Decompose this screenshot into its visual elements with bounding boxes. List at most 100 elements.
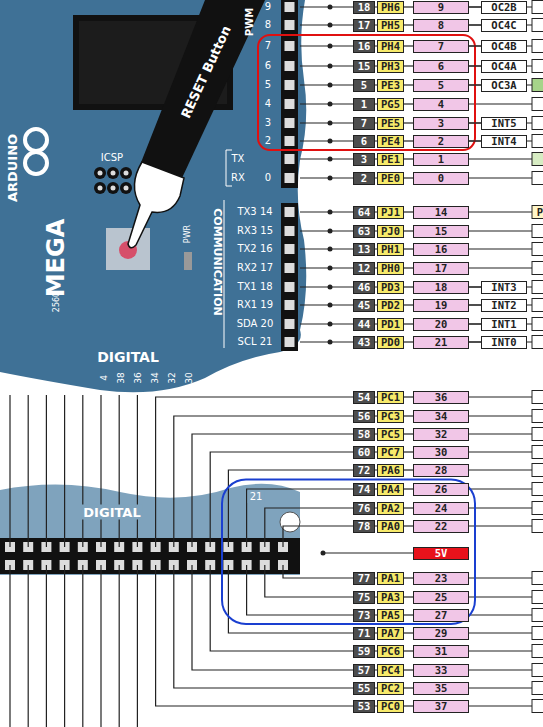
wire (469, 469, 532, 470)
wire (469, 451, 532, 452)
pin-text: INT5 (491, 118, 516, 129)
cut-off-box (532, 40, 543, 53)
arduino-pin-box: 18 (413, 281, 469, 294)
header-pin (285, 173, 295, 183)
pin-text: 72 (358, 465, 371, 476)
pin-label: TX1 18 (237, 282, 272, 292)
chip-pin-box: 78 (353, 520, 375, 533)
pin-text: 77 (358, 573, 371, 584)
pin-text: PA2 (381, 503, 400, 514)
wire-dot (328, 5, 333, 10)
chip-pin-box: 57 (353, 664, 375, 677)
pin-text: PC5 (381, 429, 400, 440)
wire (300, 341, 353, 342)
pin-text: INT0 (491, 337, 516, 348)
arduino-pin-box: 27 (413, 609, 469, 622)
arduino-pin-box: 23 (413, 572, 469, 585)
cut-off-box (532, 410, 543, 423)
wire-dot (328, 247, 333, 252)
wire (469, 614, 532, 615)
pin-label: 4 (100, 375, 109, 381)
chip-pin-box: 76 (353, 502, 375, 515)
pin-text: 74 (358, 484, 371, 495)
pin-label: 6 (265, 61, 271, 71)
pin-text: 7 (438, 41, 444, 52)
wire (82, 395, 83, 547)
wire (300, 6, 353, 7)
function-box: INT3 (481, 281, 527, 294)
pin-text: 26 (435, 484, 448, 495)
pin-text: 5V (435, 548, 448, 559)
port-box: PJ1 (377, 206, 404, 219)
port-box: PH6 (377, 1, 404, 14)
port-box: PA3 (377, 591, 404, 604)
pin-connector (404, 632, 413, 633)
section-label: COMMUNICATION (212, 208, 223, 315)
chip-pin-box: 75 (353, 591, 375, 604)
pin-text: PD3 (381, 282, 400, 293)
icsp-pin (120, 182, 132, 194)
pointing-hand (128, 162, 184, 248)
pin-label: 32 (168, 372, 177, 383)
wire (469, 507, 532, 508)
arduino-pin-box: 37 (413, 700, 469, 713)
chip-pin-box: 6 (353, 135, 375, 148)
pin-label: SCL 21 (238, 337, 273, 347)
arduino-pin-box: 21 (413, 336, 469, 349)
pin-text: 30 (435, 447, 448, 458)
wire (300, 323, 353, 324)
cut-off-box (532, 700, 543, 713)
wire (469, 158, 532, 159)
cut-off-box (532, 464, 543, 477)
header-pin (285, 337, 295, 347)
cut-off-box (532, 572, 543, 585)
pin-label: 3 (265, 118, 271, 128)
pin-text: 60 (358, 447, 371, 458)
wire (137, 395, 138, 547)
cut-off-box (532, 391, 543, 404)
pin-text: 35 (435, 683, 448, 694)
cut-off-box (532, 206, 543, 219)
wire (64, 565, 65, 727)
wire (469, 525, 532, 526)
cut-off-box (532, 262, 543, 275)
pin-connector (404, 577, 413, 578)
board-top (0, 0, 306, 392)
pin-label: TX (232, 154, 245, 164)
led-label: PWR (184, 225, 192, 243)
pin-text: PH5 (381, 20, 400, 31)
highlight-digital (222, 480, 475, 625)
pin-text: 32 (435, 429, 448, 440)
arduino-pin-box: 8 (413, 19, 469, 32)
pin-text: 1 (438, 154, 444, 165)
wire (300, 211, 353, 212)
pin-text: 44 (358, 319, 371, 330)
port-box: PC1 (377, 391, 404, 404)
wire (469, 415, 532, 416)
wire (300, 248, 353, 249)
brand-text: ARDUINO (6, 134, 19, 202)
wire (469, 687, 532, 688)
pin-connector (469, 140, 481, 141)
pin-text: 31 (435, 646, 448, 657)
arduino-pin-box: 33 (413, 664, 469, 677)
pin-connector (404, 45, 413, 46)
port-box: PD2 (377, 299, 404, 312)
pin-text: 25 (435, 592, 448, 603)
port-box: PE5 (377, 117, 404, 130)
wire-dot (328, 102, 333, 107)
cut-off-box (532, 117, 543, 130)
icsp-pin-hole (111, 171, 116, 176)
port-box: PE1 (377, 153, 404, 166)
chip-pin-box: 56 (353, 410, 375, 423)
pin-text: 27 (435, 610, 448, 621)
pin-connector (404, 158, 413, 159)
pin-connector (404, 267, 413, 268)
function-box: INT4 (481, 135, 527, 148)
pin-connector (404, 65, 413, 66)
pin-text: 1 (361, 99, 367, 110)
wire-dot (328, 139, 333, 144)
pin-connector (404, 396, 413, 397)
board-bottom (0, 484, 300, 575)
wire (100, 395, 101, 547)
